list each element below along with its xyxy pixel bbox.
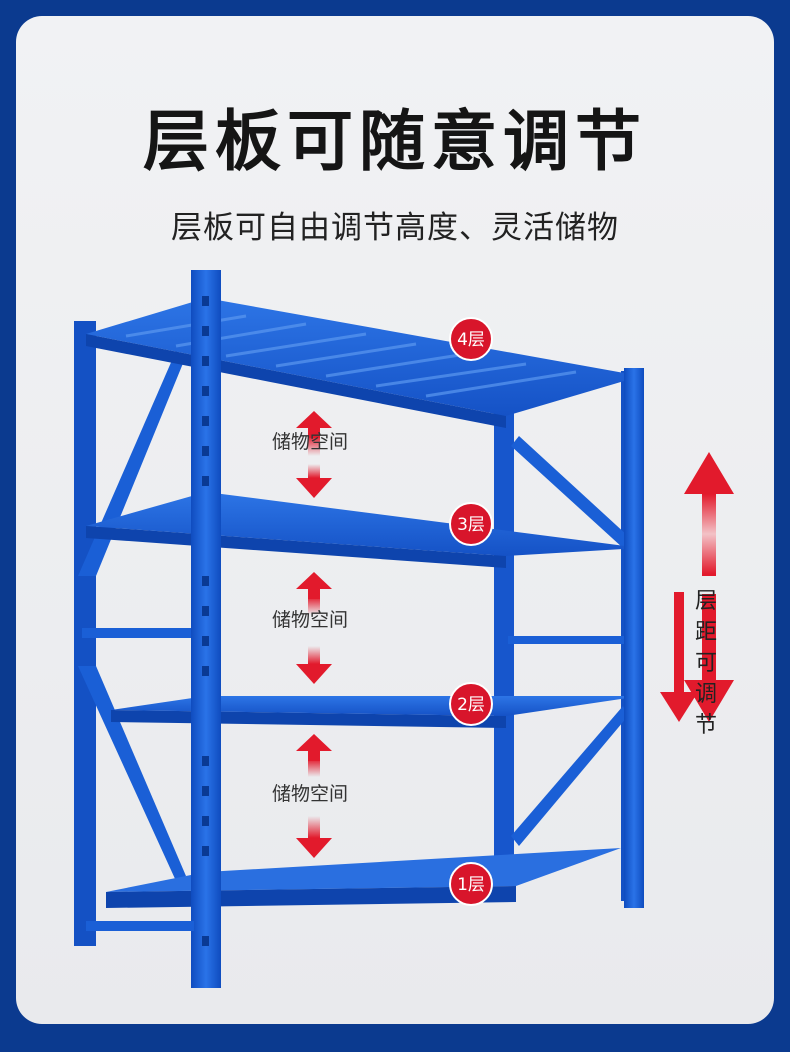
storage-space-label: 储物空间 <box>272 609 349 631</box>
subheadline: 层板可自由调节高度、灵活储物 <box>171 210 619 246</box>
adjustable-arrow-icon <box>660 452 734 722</box>
layer-badge-4: 4层 <box>449 317 493 361</box>
layer-badge-1: 1层 <box>449 862 493 906</box>
front-frame <box>86 270 644 988</box>
layer-badge-2-label: 2层 <box>457 695 485 715</box>
layer-badge-2: 2层 <box>449 682 493 726</box>
shelf-deck-3 <box>86 492 641 568</box>
shelf-deck-4 <box>86 298 641 428</box>
shelf-deck-2 <box>111 696 641 728</box>
layer-badge-3-label: 3层 <box>457 515 485 535</box>
layer-badge-4-label: 4层 <box>457 330 485 350</box>
storage-arrows <box>296 411 332 858</box>
product-card: 层板可随意调节 层板可自由调节高度、灵活储物 <box>16 16 774 1024</box>
layer-badge-3: 3层 <box>449 502 493 546</box>
shelf-deck-1 <box>106 848 621 908</box>
back-frame <box>74 321 639 946</box>
storage-space-label: 储物空间 <box>272 431 349 453</box>
headline: 层板可随意调节 <box>143 103 647 180</box>
storage-space-label: 储物空间 <box>272 783 349 805</box>
adjustable-label: 层距可调节 <box>694 589 717 738</box>
layer-badge-1-label: 1层 <box>457 875 485 895</box>
shelf-illustration: 4层 3层 2层 1层 <box>74 270 734 988</box>
